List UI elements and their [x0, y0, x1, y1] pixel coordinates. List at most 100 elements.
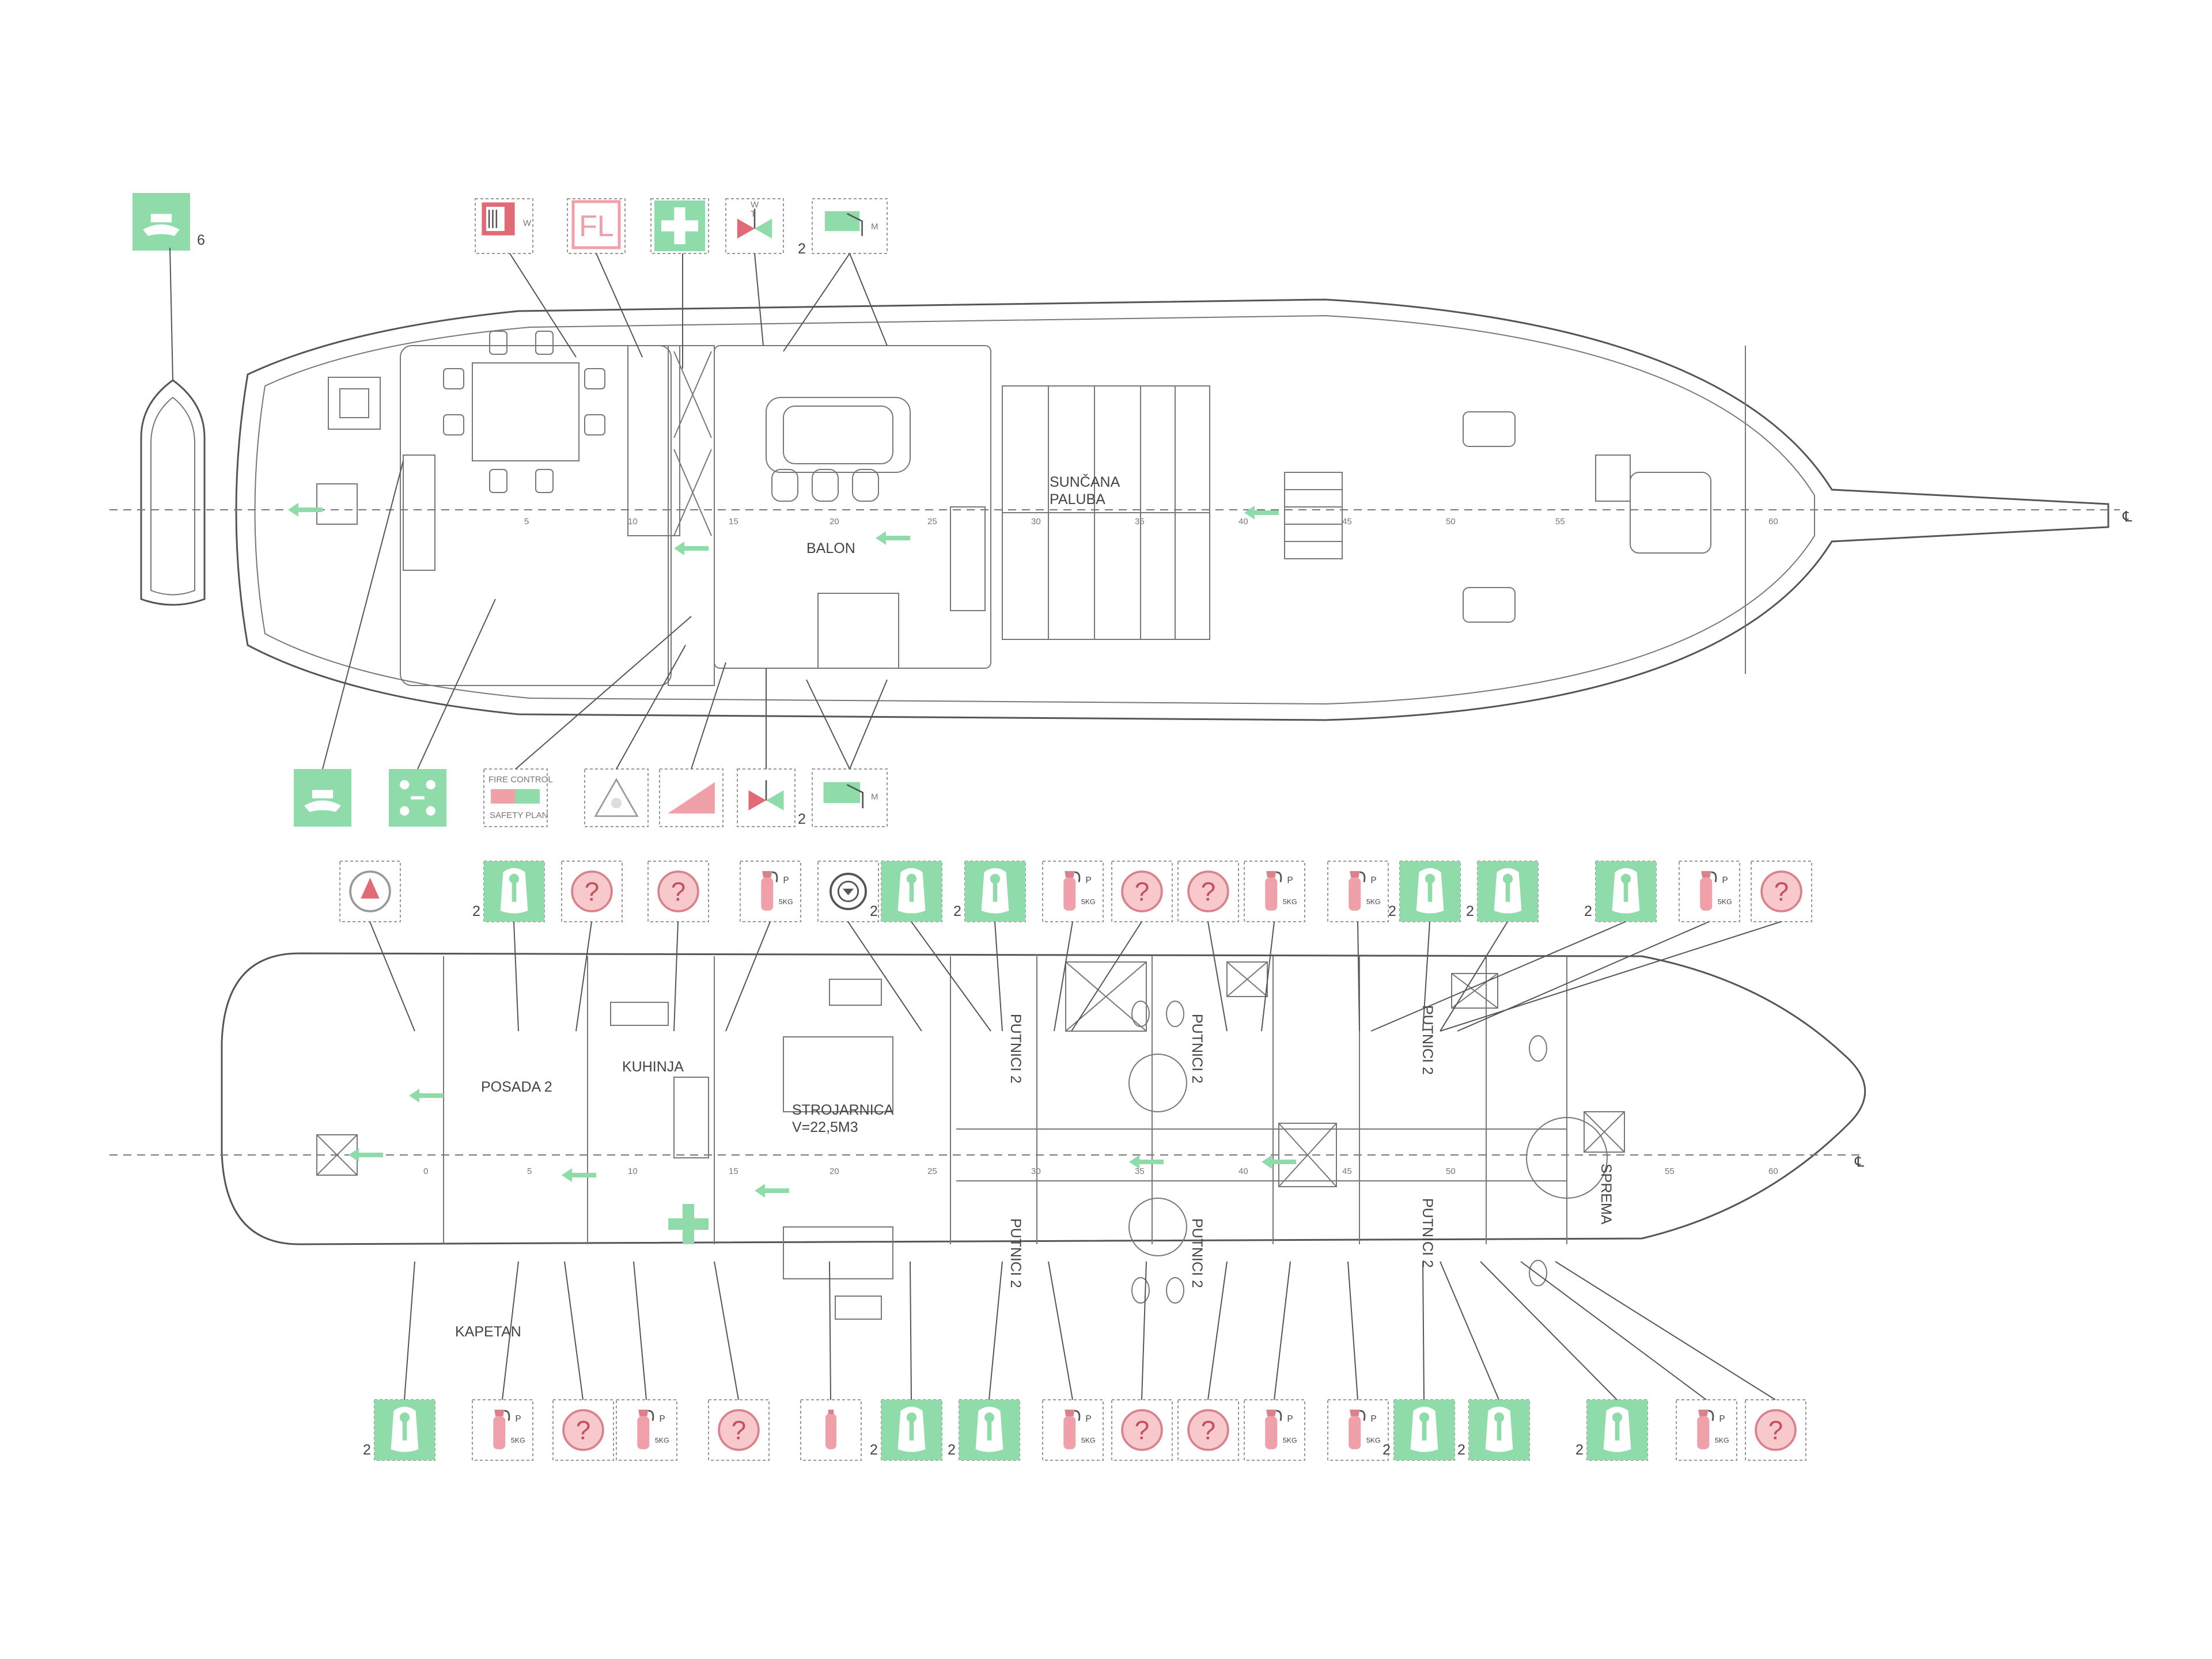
sun-deck-mats — [1002, 385, 1210, 640]
lifejacket-icon — [1394, 1400, 1455, 1460]
leader-line — [1370, 921, 1626, 1032]
tender-outline — [140, 379, 206, 606]
cabin-label-c: PUTNICI 2 — [1419, 1005, 1435, 1075]
svg-text:60: 60 — [1768, 517, 1778, 527]
smoke-detector-icon — [718, 1409, 760, 1451]
leader-line — [1347, 1261, 1358, 1400]
leader-line — [564, 1261, 584, 1400]
smoke-detector-icon — [1755, 1409, 1797, 1451]
svg-text:15: 15 — [729, 517, 738, 527]
smoke-detector-icon — [1187, 870, 1229, 912]
leader-line — [1422, 1261, 1425, 1400]
leader-line — [829, 1261, 831, 1400]
upper-bottom-symbols: FIRE CONTROL SAFETY PLAN M 2 — [294, 768, 888, 827]
upper-deck-plan: ℄ SU — [109, 298, 2132, 721]
leader-line — [502, 1261, 519, 1400]
leader-line — [1261, 921, 1275, 1032]
lifejacket-icon — [959, 1400, 1020, 1460]
smoke-detector-icon — [1121, 1409, 1163, 1451]
gas-bottle-icon — [825, 1410, 837, 1449]
fire-locker-text: FL — [579, 210, 614, 243]
leader-line — [1141, 1261, 1147, 1400]
lower-frame-ticks: 0 5 10 15 20 25 30 35 40 45 50 55 60 — [423, 1166, 1778, 1176]
lower-deck-plan: ℄ — [109, 952, 1866, 1340]
smoke-detector-icon — [1760, 870, 1802, 912]
leader-line — [725, 921, 771, 1032]
lifejacket-count: 2 — [472, 903, 480, 919]
leader-line — [1555, 1261, 1776, 1400]
leader-line — [404, 1261, 415, 1400]
leader-line — [1422, 921, 1430, 1032]
lifejacket-count: 2 — [1382, 1442, 1391, 1458]
lifejacket-icon — [881, 1400, 942, 1460]
lifejacket-count: 2 — [953, 903, 961, 919]
lifejacket-count: 2 — [363, 1442, 371, 1458]
svg-text:45: 45 — [1342, 1166, 1352, 1176]
leader-line — [1071, 921, 1142, 1032]
lifejacket-count: 2 — [948, 1442, 956, 1458]
lifejacket-icon — [1469, 1400, 1529, 1460]
lower-centerline-mark: ℄ — [1854, 1154, 1864, 1170]
lifejacket-icon — [1400, 861, 1460, 922]
svg-text:0: 0 — [423, 1166, 428, 1176]
svg-text:25: 25 — [927, 1166, 937, 1176]
lifebuoy-count-top: 2 — [798, 241, 806, 257]
svg-text:55: 55 — [1665, 1166, 1675, 1176]
lifejacket-icon — [1478, 861, 1538, 922]
lifejacket-icon — [484, 861, 544, 922]
first-aid-icon — [654, 200, 705, 251]
leader-line — [1207, 1261, 1228, 1400]
lifejacket-count: 2 — [1388, 903, 1396, 919]
leader-line — [988, 1261, 1003, 1400]
sun-deck-label-line1: SUNČANA — [1050, 474, 1120, 490]
smoke-detector-icon — [571, 870, 613, 912]
crew-room-label: POSADA 2 — [481, 1079, 552, 1095]
svg-text:35: 35 — [1135, 1166, 1145, 1176]
svg-text:15: 15 — [729, 1166, 738, 1176]
leader-line — [1480, 1261, 1618, 1400]
svg-text:35: 35 — [1135, 517, 1145, 527]
fire-alarm-panel-icon — [481, 202, 516, 236]
leader-line — [575, 921, 592, 1032]
lower-hull-outline — [221, 952, 1866, 1245]
smoke-detector-icon — [1187, 1409, 1229, 1451]
smoke-detector-icon — [657, 870, 699, 912]
engine-room-label-line2: V=22,5M3 — [792, 1119, 858, 1135]
fire-locker-icon — [571, 200, 621, 249]
svg-text:W: W — [523, 218, 532, 228]
leader-line — [994, 921, 1003, 1032]
liferaft-icon — [294, 769, 351, 827]
leader-line — [1440, 921, 1508, 1032]
leader-line — [1207, 921, 1228, 1032]
svg-text:50: 50 — [1446, 1166, 1456, 1176]
svg-text:60: 60 — [1768, 1166, 1778, 1176]
leader-line — [1274, 1261, 1291, 1400]
lifejacket-icon — [881, 861, 942, 922]
lifejacket-count: 2 — [1584, 903, 1592, 919]
lifejacket-count: 2 — [870, 903, 878, 919]
leader-line — [369, 921, 415, 1032]
svg-text:W: W — [751, 200, 759, 210]
leader-line — [911, 921, 991, 1032]
fire-control-plan-line2: SAFETY PLAN — [490, 810, 548, 820]
svg-text:40: 40 — [1238, 517, 1248, 527]
svg-text:55: 55 — [1555, 517, 1565, 527]
upper-hull-outline — [235, 298, 2109, 721]
galley-label: KUHINJA — [622, 1059, 684, 1075]
svg-text:30: 30 — [1031, 1166, 1041, 1176]
leader-line — [910, 1261, 912, 1400]
svg-text:T: T — [751, 209, 756, 219]
leader-line — [1048, 1261, 1073, 1400]
cabin-label-a: PUTNICI 2 — [1007, 1014, 1024, 1084]
salon-label: BALON — [806, 540, 855, 556]
leader-line — [513, 921, 519, 1032]
leader-line — [633, 1261, 647, 1400]
svg-text:5: 5 — [524, 517, 529, 527]
lifejacket-count: 2 — [1466, 903, 1474, 919]
liferaft-icon — [132, 193, 190, 251]
svg-text:10: 10 — [628, 1166, 638, 1176]
leader-line — [714, 1261, 739, 1400]
svg-text:20: 20 — [830, 517, 839, 527]
